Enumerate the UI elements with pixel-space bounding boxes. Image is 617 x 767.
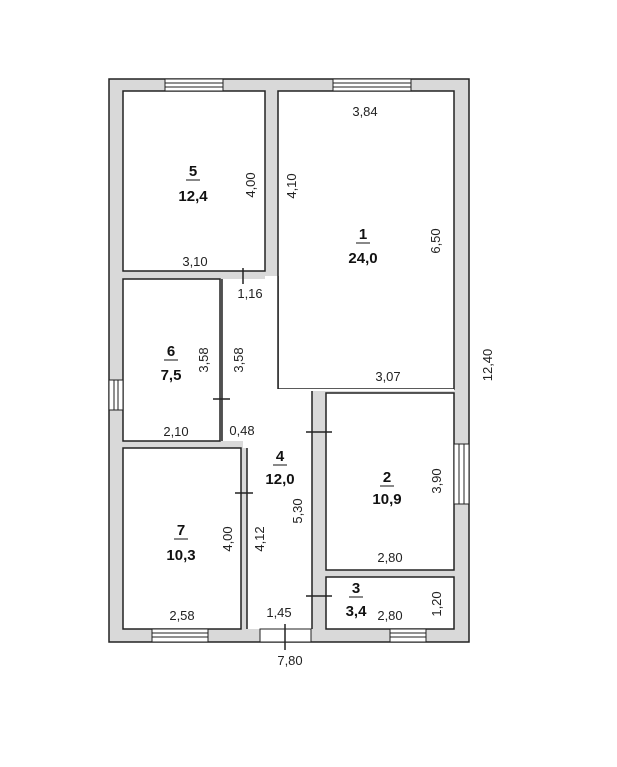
room-5 [122,90,266,272]
room-2 [325,392,455,571]
dim-r6-hall: 3,58 [231,347,246,372]
room-6-area: 7,5 [161,367,182,384]
dim-r7-hall: 4,12 [252,526,267,551]
room-4-number: 4 [276,448,285,465]
room-4-hall [222,276,454,629]
room-labels: 5 12,4 1 24,0 6 7,5 4 12,0 2 10,9 7 10,3… [161,163,402,620]
dim-r1-bottom: 3,07 [375,369,400,384]
door-marks [213,268,332,650]
dim-gap-048: 0,48 [229,423,254,438]
dim-r1-width: 3,84 [352,104,377,119]
dim-r6-bottom: 2,10 [163,424,188,439]
room-3-area: 3,4 [346,603,368,620]
window-room7 [151,628,209,643]
windows [108,78,470,643]
dim-total-width: 7,80 [277,653,302,668]
dim-r3-width: 2,80 [377,608,402,623]
room-2-number: 2 [383,469,391,486]
window-room5 [164,78,224,92]
dim-gap-116: 1,16 [237,286,262,301]
room-5-number: 5 [189,163,197,180]
dim-r5-bottom: 3,10 [182,254,207,269]
dim-entry: 1,45 [266,605,291,620]
dim-r1-left: 4,10 [284,173,299,198]
dim-r2-height: 3,90 [429,468,444,493]
room-7-area: 10,3 [166,547,195,564]
window-room2 [453,443,470,505]
window-room6 [108,379,124,411]
dim-r6-right: 3,58 [196,347,211,372]
dim-r7-height: 4,00 [220,526,235,551]
room-1-area: 24,0 [348,250,377,267]
dim-r2-bottom: 2,80 [377,550,402,565]
window-room1 [332,78,412,92]
room-5-area: 12,4 [178,188,208,205]
dim-r7-bottom: 2,58 [169,608,194,623]
room-3-number: 3 [352,580,360,597]
dim-r1-height: 6,50 [428,228,443,253]
room-4-hall-outline [221,276,313,629]
dim-total-height: 12,40 [480,349,495,382]
room-4-area: 12,0 [265,471,294,488]
dim-r4-height: 5,30 [290,498,305,523]
room-7-number: 7 [177,522,185,539]
dim-r5-height: 4,00 [243,172,258,197]
window-room3 [389,628,427,643]
room-2-area: 10,9 [372,491,401,508]
room-1-number: 1 [359,226,367,243]
room-6-number: 6 [167,343,175,360]
dim-r3-height: 1,20 [429,591,444,616]
dimension-labels: 3,84 4,00 4,10 6,50 3,10 1,16 3,58 3,58 … [163,104,495,668]
